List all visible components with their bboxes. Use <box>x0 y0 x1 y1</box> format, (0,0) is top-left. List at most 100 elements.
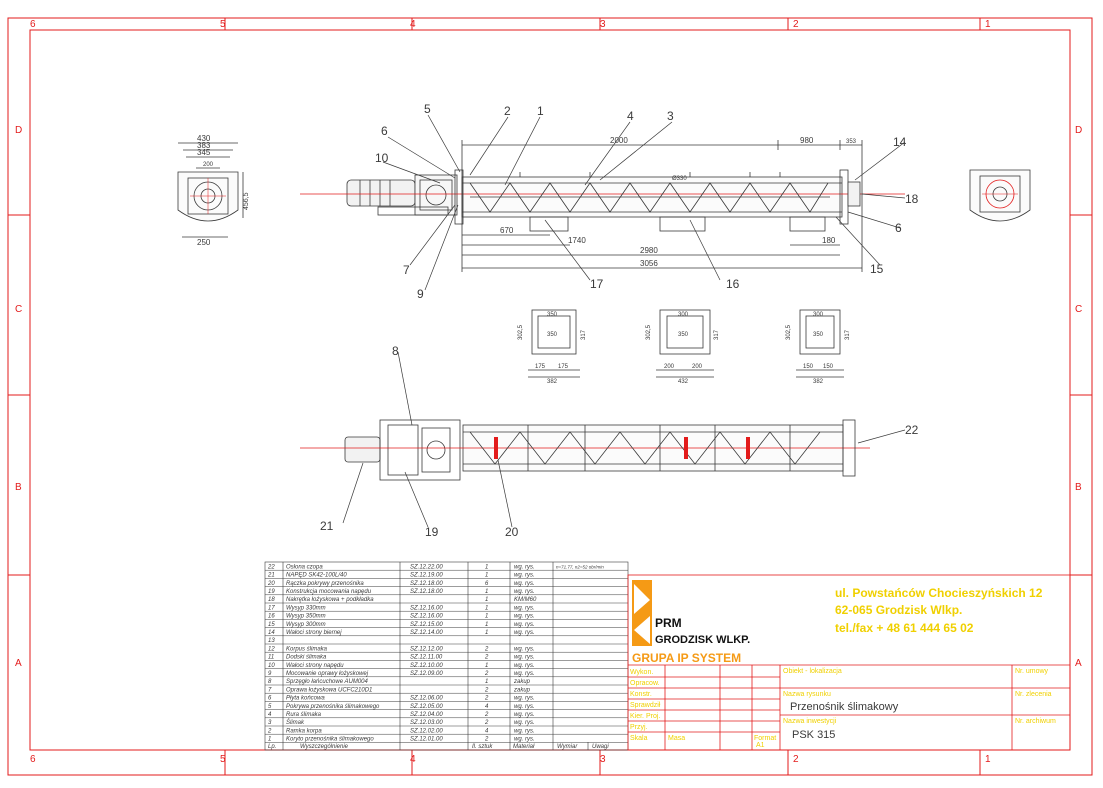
balloon-label: 15 <box>870 262 884 276</box>
bom-cell-name: Rączka pokrywy przenośnika <box>286 581 364 587</box>
dim-label: 300 <box>678 312 689 318</box>
dim-label: 456,5 <box>243 192 250 210</box>
dim-label: 3056 <box>640 259 658 268</box>
bom-cell-mat: zakup <box>513 679 531 685</box>
bom-cell-name: Wałoci strony biernej <box>286 630 342 636</box>
dim-label: 350 <box>678 332 689 338</box>
dim-label: 150 <box>823 364 834 370</box>
bom-cell-qty: 4 <box>485 704 489 710</box>
bom-cell-qty: 1 <box>485 564 488 570</box>
logo-text-grupa: GRUPA IP SYSTEM <box>632 651 741 665</box>
bom-cell-qty: 1 <box>485 663 488 669</box>
bom-cell-mat: zakup <box>513 687 531 693</box>
outlet-15 <box>789 216 826 232</box>
col-label-top: 1 <box>985 19 991 30</box>
bom-cell-mat: wg. rys. <box>514 712 535 718</box>
bom-cell-qty: 2 <box>484 720 489 726</box>
dim-label: 353 <box>846 139 857 145</box>
tb-label: Nazwa rysunku <box>783 691 831 698</box>
bom-cell-no: 1 <box>268 737 271 743</box>
address-line: tel./fax + 48 61 444 65 02 <box>835 621 974 635</box>
address-line: 62-065 Grodzisk Wlkp. <box>835 603 962 617</box>
bom-header-name: Wyszczególnienie <box>300 744 349 750</box>
col-label-top: 4 <box>410 19 416 30</box>
dim-label: 200 <box>692 364 703 370</box>
bom-cell-code: SZ.12.15.00 <box>410 622 443 628</box>
col-label-top: 5 <box>220 19 226 30</box>
bom-cell-qty: 1 <box>485 605 488 611</box>
item-balloons: 1 2 3 4 5 6 6 7 8 9 10 14 15 16 17 18 19… <box>320 102 919 539</box>
bom-header-mat: Materiał <box>513 744 535 750</box>
bom-cell-mat: wg. rys. <box>514 671 535 677</box>
bom-cell-no: 16 <box>268 614 275 620</box>
bom-cell-name: Ślimak <box>286 719 305 726</box>
bom-cell-name: Sprzęgło łańcuchowe AUM004 <box>286 679 368 685</box>
outlet-16 <box>659 216 706 232</box>
tb-label: Sprawdził <box>630 702 661 709</box>
outlet-17 <box>529 216 569 232</box>
bom-cell-code: SZ.12.01.00 <box>410 737 443 743</box>
bom-cell-no: 13 <box>268 638 275 644</box>
col-label-bottom: 4 <box>410 754 416 765</box>
end-view-left <box>177 142 244 238</box>
tb-label: Przyj. <box>630 724 648 731</box>
bom-cell-code: SZ.12.10.00 <box>410 663 443 669</box>
bom-cell-name: Wysyp 350mm <box>286 614 326 620</box>
bom-cell-qty: 2 <box>484 671 489 677</box>
bom-cell-no: 9 <box>268 671 272 677</box>
bom-cell-no: 2 <box>267 728 272 734</box>
dim-label: 350 <box>547 312 558 318</box>
bom-cell-no: 14 <box>268 630 275 636</box>
leader-lines <box>342 114 906 528</box>
balloon-label: 3 <box>667 109 674 123</box>
balloon-label: 22 <box>905 423 919 437</box>
bom-cell-name: Ramka korpa <box>286 728 322 734</box>
dim-label: 2000 <box>610 136 628 145</box>
balloon-label: 4 <box>627 109 634 123</box>
end-view-left-dims: 430 383 345 200 250 456,5 <box>197 134 250 247</box>
dim-label: 1740 <box>568 236 586 245</box>
bom-cell-qty: 2 <box>484 737 489 743</box>
company-logo <box>632 580 652 646</box>
bom-cell-name: NAPĘD SK42-100L/40 <box>286 573 347 579</box>
dim-label: 2980 <box>640 246 658 255</box>
investment-name: PSK 315 <box>792 729 835 741</box>
balloon-label: 5 <box>424 102 431 116</box>
bom-cell-code: SZ.12.03.00 <box>410 720 443 726</box>
balloon-label: 16 <box>726 277 740 291</box>
dim-label: 200 <box>203 162 214 168</box>
bom-cell-code: SZ.12.06.00 <box>410 696 443 702</box>
balloon-label: 2 <box>504 104 511 118</box>
bom-cell-no: 22 <box>267 564 275 570</box>
bom-cell-code: SZ.12.18.00 <box>410 581 443 587</box>
dim-label: 350 <box>547 332 558 338</box>
row-label-left: B <box>15 482 22 493</box>
top-view <box>300 419 870 481</box>
tb-label: Nazwa inwestycji <box>783 718 837 725</box>
frame-labels: 6 5 4 3 2 1 6 5 4 3 2 1 D C B A D C B A <box>15 19 1082 765</box>
bom-cell-code: SZ.12.18.00 <box>410 589 443 595</box>
tb-label: Format <box>754 735 776 742</box>
bom-cell-name: Mocowanie oprawy łożyskowej <box>286 671 369 677</box>
bom-cell-no: 11 <box>268 655 274 661</box>
bom-header-no: Lp. <box>268 744 276 750</box>
section-views <box>528 309 844 378</box>
dim-label: 302,5 <box>518 324 524 340</box>
dim-label: 317 <box>714 329 720 340</box>
title-block <box>627 574 1071 751</box>
bom-cell-qty: 4 <box>485 728 489 734</box>
dim-label: 180 <box>822 236 836 245</box>
tb-value: A1 <box>756 742 765 749</box>
bom-cell-mat: wg. rys. <box>514 573 535 579</box>
tb-label: Nr. zlecenia <box>1015 691 1052 698</box>
tb-label: Wykon. <box>630 669 653 676</box>
bom-cell-name: Pokrywa przenośnika ślimakowego <box>286 704 380 710</box>
bom-cell-mat: wg. rys. <box>514 630 535 636</box>
bom-header-dim: Wymiar <box>557 744 578 750</box>
tb-label: Masa <box>668 735 685 742</box>
bom-cell-qty: 1 <box>485 597 488 603</box>
dim-label: 383 <box>197 141 211 150</box>
dim-label: 430 <box>197 134 211 143</box>
bom-cell-mat: wg. rys. <box>514 564 535 570</box>
